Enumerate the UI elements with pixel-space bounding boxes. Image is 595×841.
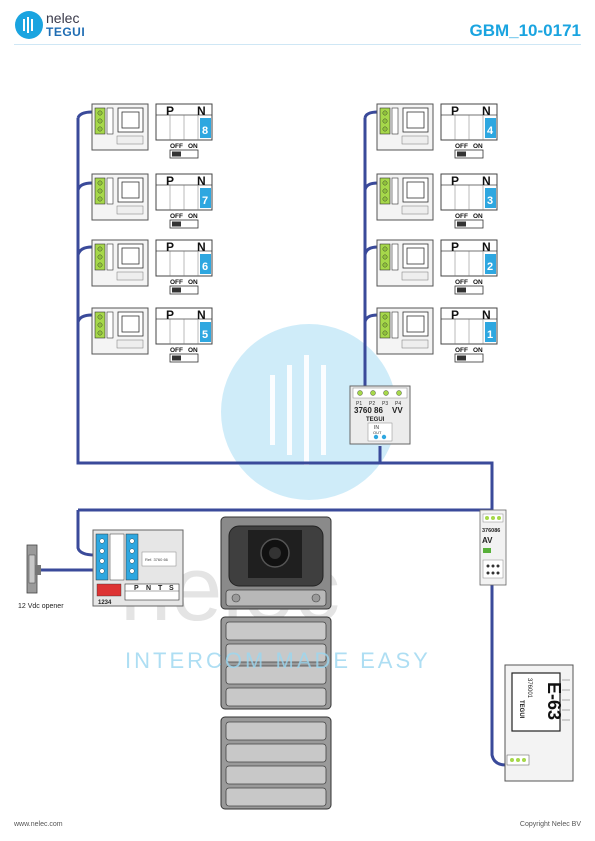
power-supply-model: E-63 <box>544 682 564 720</box>
distributor-brand: TEGUI <box>366 417 385 423</box>
switch-on-label: ON <box>188 347 198 354</box>
monitor-p-label: P <box>166 104 174 118</box>
monitor-number: 8 <box>202 125 208 137</box>
switch-on-label: ON <box>188 143 198 150</box>
switch-on-label: ON <box>473 347 483 354</box>
monitor-n-label: N <box>197 308 206 322</box>
switch-on-label: ON <box>188 213 198 220</box>
document-code: GBM_10-0171 <box>469 21 581 40</box>
watermark-tagline: INTERCOM MADE EASY <box>125 648 431 673</box>
switch-off-label: OFF <box>170 143 183 150</box>
brand-sub: TEGUI <box>46 25 86 39</box>
brand-name: nelec <box>46 10 80 26</box>
wire-bus-left <box>76 110 380 465</box>
footer-website[interactable]: www.nelec.com <box>14 821 63 828</box>
distributor-port-label: P2 <box>369 401 375 407</box>
monitor-n-label: N <box>197 240 206 254</box>
door-panel-t-label: T <box>158 585 163 592</box>
distributor-port-label: P1 <box>356 401 362 407</box>
door-panel-module <box>92 529 184 607</box>
video-distributor <box>349 385 411 445</box>
monitor-number: 6 <box>202 261 208 273</box>
distributor-input-sub: OUT <box>373 430 382 435</box>
opener-label: 12 Vdc opener <box>18 603 64 610</box>
button-module-upper <box>220 616 332 710</box>
door-panel-p-label: P <box>134 585 139 592</box>
av-module <box>479 509 507 586</box>
switch-on-label: ON <box>473 279 483 286</box>
door-opener <box>26 544 41 594</box>
monitor-p-label: P <box>451 308 459 322</box>
switch-off-label: OFF <box>455 347 468 354</box>
monitor-n-label: N <box>482 104 491 118</box>
header-divider <box>14 44 581 45</box>
switch-on-label: ON <box>473 143 483 150</box>
monitor-p-label: P <box>451 240 459 254</box>
monitor-n-label: N <box>482 308 491 322</box>
nelec-logo-icon <box>15 11 43 39</box>
distributor-input-label: IN <box>374 425 379 431</box>
power-supply-brand: TEGUI <box>518 700 524 719</box>
switch-off-label: OFF <box>170 347 183 354</box>
monitor-number: 7 <box>202 195 208 207</box>
monitor-p-label: P <box>451 104 459 118</box>
door-panel-ref: Ref. 3760 66 <box>145 557 169 562</box>
av-module-label: AV <box>482 536 493 545</box>
button-module-lower <box>220 716 332 810</box>
monitor-p-label: P <box>166 174 174 188</box>
door-panel-n-label: N <box>146 585 151 592</box>
monitor-number: 5 <box>202 329 208 341</box>
footer-copyright: Copyright Nelec BV <box>519 821 581 828</box>
switch-on-label: ON <box>188 279 198 286</box>
distributor-ref: 3760 86 <box>354 406 383 415</box>
switch-off-label: OFF <box>455 143 468 150</box>
power-supply-ref: 376001 <box>526 678 532 699</box>
switch-off-label: OFF <box>170 213 183 220</box>
switch-off-label: OFF <box>170 279 183 286</box>
switch-off-label: OFF <box>455 279 468 286</box>
door-panel-dip-digits: 1234 <box>98 600 112 606</box>
power-supply <box>504 664 574 782</box>
camera-panel <box>220 516 332 610</box>
distributor-suffix: VV <box>392 406 403 415</box>
monitor-number: 2 <box>487 261 493 273</box>
door-panel-s-label: S <box>169 585 174 592</box>
distributor-port-label: P4 <box>395 401 401 407</box>
monitor-p-label: P <box>166 308 174 322</box>
switch-on-label: ON <box>473 213 483 220</box>
distributor-port-label: P3 <box>382 401 388 407</box>
av-module-ref: 376086 <box>482 528 500 534</box>
switch-off-label: OFF <box>455 213 468 220</box>
monitor-p-label: P <box>166 240 174 254</box>
monitor-n-label: N <box>197 104 206 118</box>
monitor-number: 1 <box>487 329 493 341</box>
monitor-n-label: N <box>482 240 491 254</box>
monitor-p-label: P <box>451 174 459 188</box>
monitor-n-label: N <box>197 174 206 188</box>
monitor-number: 4 <box>487 125 494 137</box>
monitor-n-label: N <box>482 174 491 188</box>
monitor-number: 3 <box>487 195 493 207</box>
